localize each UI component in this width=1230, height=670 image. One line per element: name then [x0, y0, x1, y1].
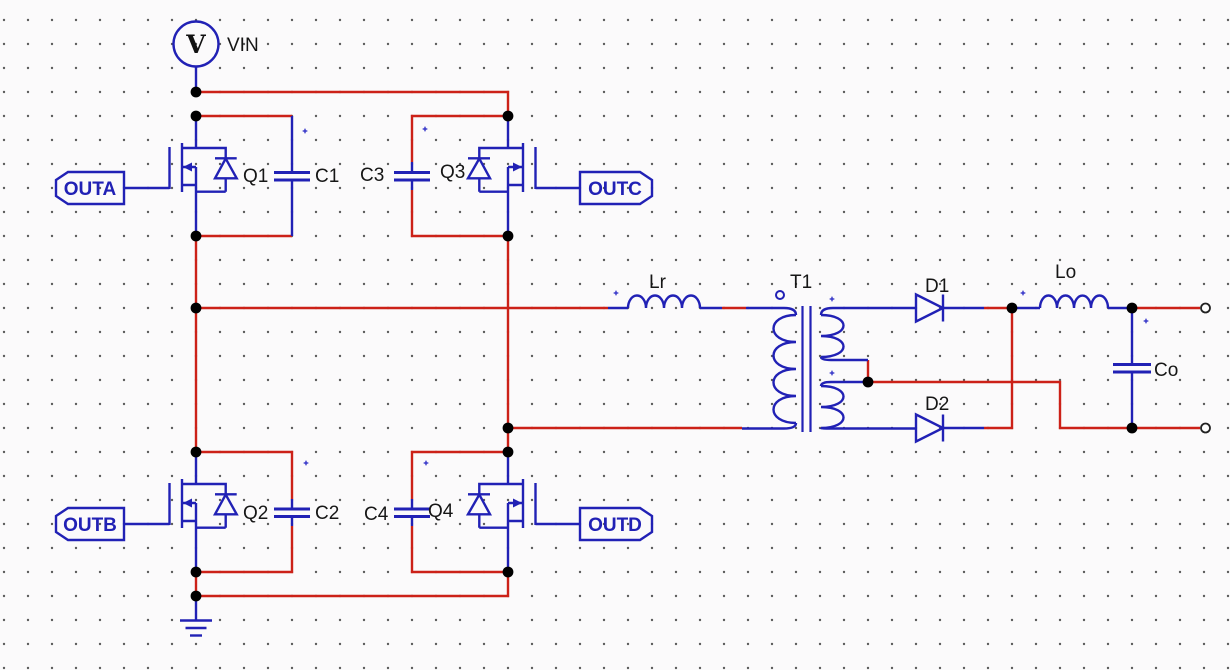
capacitor-c4[interactable]: [394, 499, 430, 526]
net-wires[interactable]: [194, 90, 1200, 598]
polarity-dot: [775, 290, 785, 300]
wire-top-rail[interactable]: [196, 90, 510, 116]
diode-d1[interactable]: [914, 292, 984, 324]
transformer-t1[interactable]: [742, 290, 916, 432]
port-outa[interactable]: [54, 170, 126, 206]
q1-label: Q1: [243, 166, 268, 187]
wire-d2-up[interactable]: [984, 308, 1014, 430]
outa-label: OUTA: [64, 179, 117, 200]
output-terminal-bottom[interactable]: [1200, 422, 1211, 434]
co-label: Co: [1154, 360, 1178, 381]
port-outd[interactable]: [578, 506, 654, 542]
output-terminal-top[interactable]: [1200, 302, 1211, 314]
q2-label: Q2: [243, 503, 268, 524]
q3-label: Q3: [440, 162, 465, 183]
lo-label: Lo: [1055, 262, 1076, 283]
mosfet-q4[interactable]: [465, 452, 580, 572]
wire-c3-loop[interactable]: [410, 114, 508, 238]
diode-d2[interactable]: [914, 412, 984, 444]
outd-label: OUTD: [588, 515, 642, 536]
wire-c4-loop[interactable]: [410, 450, 508, 574]
c1-label: C1: [315, 166, 339, 187]
capacitor-co[interactable]: [1113, 308, 1151, 428]
outc-label: OUTC: [588, 179, 642, 200]
lr-label: Lr: [649, 272, 667, 293]
c2-label: C2: [315, 503, 339, 524]
capacitor-c1[interactable]: [274, 116, 310, 236]
c4-label: C4: [364, 504, 389, 525]
d1-label: D1: [925, 276, 949, 297]
vin-label: VIN: [227, 35, 259, 56]
wire-c2-loop[interactable]: [196, 450, 294, 574]
outb-label: OUTB: [63, 515, 117, 536]
junction-dots: [190, 86, 1138, 602]
capacitor-c2[interactable]: [274, 499, 310, 526]
q4-label: Q4: [428, 501, 454, 522]
t1-label: T1: [790, 272, 812, 293]
port-outb[interactable]: [54, 506, 126, 542]
output-terminals[interactable]: [1200, 302, 1211, 434]
inductor-lr[interactable]: [608, 294, 722, 310]
d2-label: D2: [925, 394, 949, 415]
capacitor-c3[interactable]: [394, 162, 430, 190]
mosfet-q2[interactable]: [124, 452, 239, 572]
c3-label: C3: [360, 165, 384, 186]
vin-symbol-letter: V: [185, 30, 206, 59]
origin-markers: [302, 126, 1149, 466]
mosfet-q3[interactable]: [465, 116, 580, 236]
wire-centertap[interactable]: [868, 380, 1132, 430]
wire-ground-rail[interactable]: [196, 572, 510, 598]
mosfet-q1[interactable]: [124, 116, 239, 236]
port-outc[interactable]: [578, 170, 654, 206]
